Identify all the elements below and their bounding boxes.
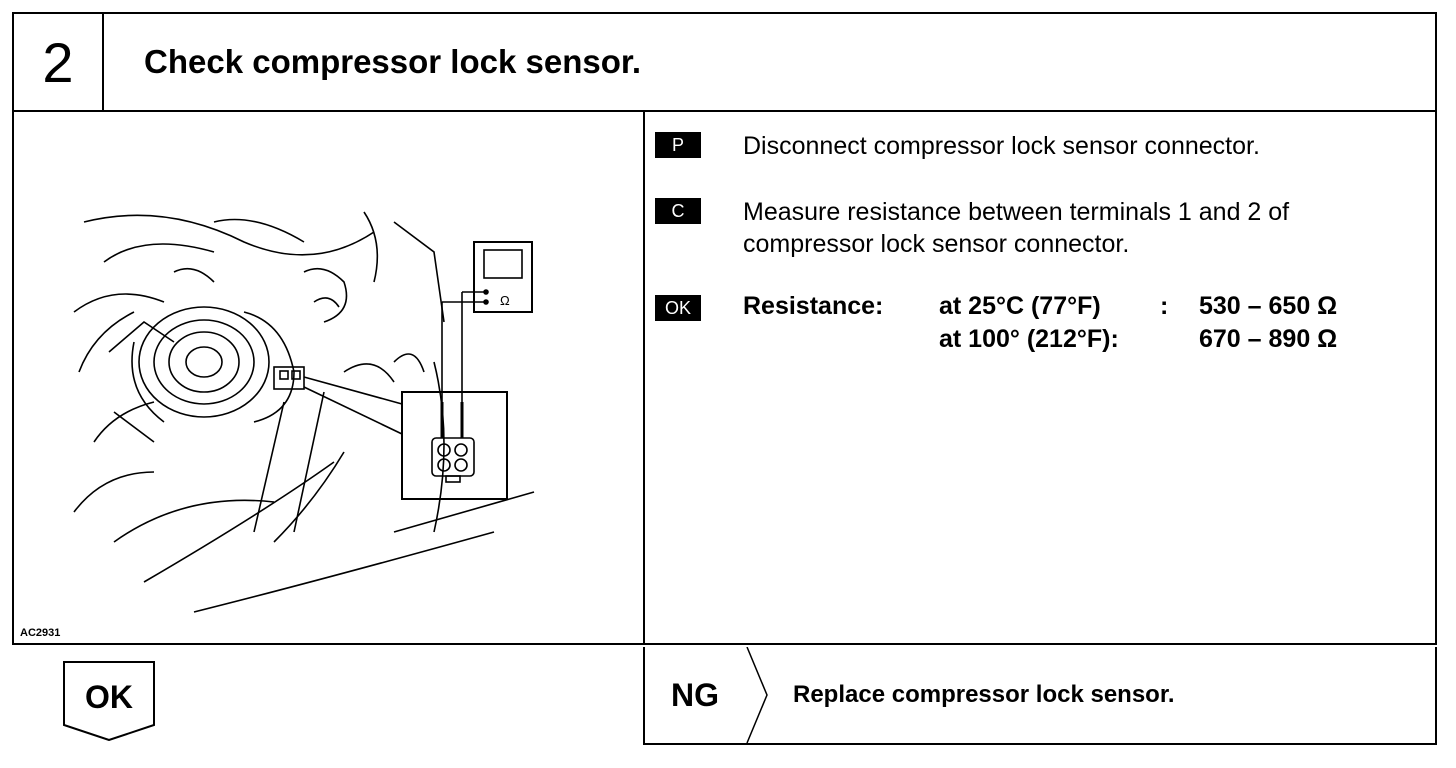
step-title: Check compressor lock sensor.: [144, 43, 642, 80]
instructions-panel: P Disconnect compressor lock sensor conn…: [645, 112, 1435, 643]
step-number: 2: [14, 14, 104, 110]
chevron-right-icon: [746, 647, 768, 743]
procedure-frame: 2 Check compressor lock sensor.: [12, 12, 1437, 645]
compressor-illustration: Ω: [73, 211, 535, 613]
spec-sep-1: :: [1160, 292, 1169, 320]
spec-value-1: 530 – 650 Ω: [1199, 292, 1338, 320]
ng-result-box[interactable]: NG Replace compressor lock sensor.: [643, 647, 1437, 745]
illustration-panel: Ω AC2931: [14, 112, 643, 643]
ng-label: NG: [671, 676, 719, 713]
badge-ok: OK: [655, 295, 701, 321]
spec-label: Resistance:: [743, 292, 884, 320]
instruction-text: Disconnect compressor lock sensor connec…: [743, 132, 1260, 160]
step-header: 2 Check compressor lock sensor.: [14, 14, 1435, 112]
spec-condition-2: at 100° (212°F):: [939, 325, 1119, 353]
resistance-spec: Resistance: at 25°C (77°F) : 530 – 650 Ω…: [743, 290, 1423, 360]
ohm-symbol: Ω: [500, 293, 510, 308]
badge-p: P: [655, 132, 701, 158]
ok-label: OK: [85, 679, 133, 715]
spec-value-2: 670 – 890 Ω: [1199, 325, 1338, 353]
figure-code: AC2931: [20, 627, 61, 639]
instruction-text: Measure resistance between terminals 1 a…: [743, 198, 1290, 258]
column-divider: [643, 110, 645, 643]
badge-c: C: [655, 198, 701, 224]
spec-condition-1: at 25°C (77°F): [939, 292, 1101, 320]
down-arrow-box-icon: [63, 661, 155, 741]
ok-result-arrow[interactable]: OK: [63, 661, 155, 741]
ng-action-text: Replace compressor lock sensor.: [793, 681, 1175, 708]
